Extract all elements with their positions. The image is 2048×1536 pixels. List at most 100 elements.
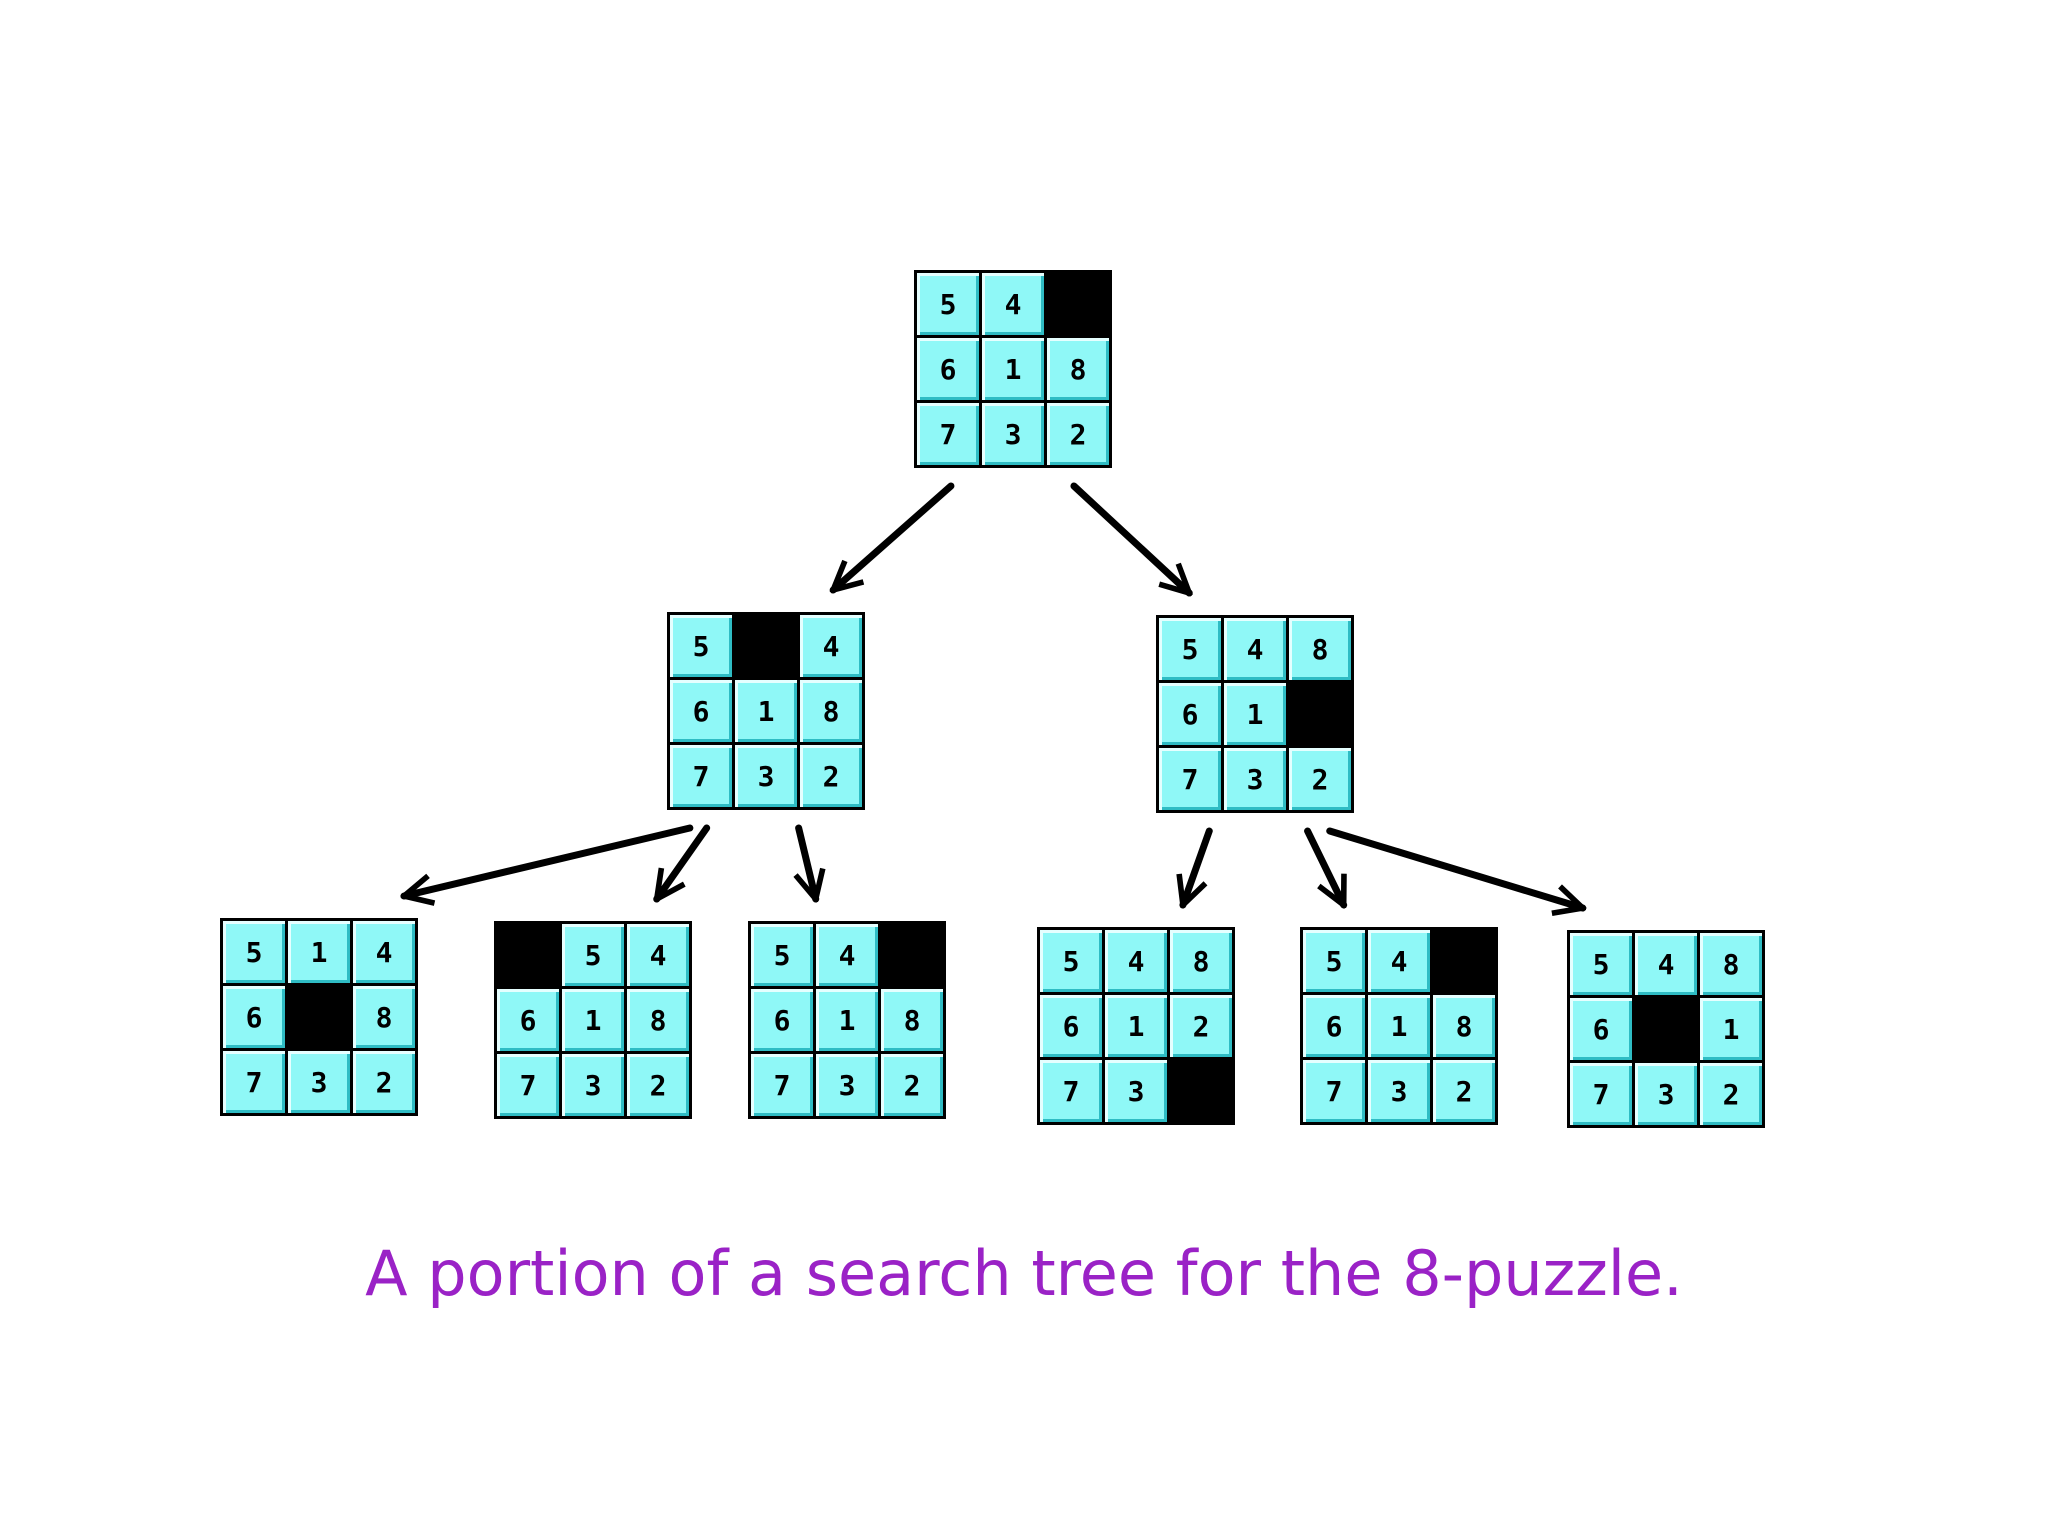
blank-tile [288,986,350,1048]
tile-4: 4 [1635,933,1697,995]
tile-8: 8 [1047,338,1109,400]
tile-6: 6 [917,338,979,400]
tile-5: 5 [562,924,624,986]
arrow-left-to-lm [657,824,711,899]
tile-8: 8 [800,680,862,742]
tile-1: 1 [562,989,624,1051]
tile-1: 1 [816,989,878,1051]
figure-caption: A portion of a search tree for the 8-puz… [365,1237,1683,1310]
tile-6: 6 [1570,998,1632,1060]
tile-3: 3 [816,1054,878,1116]
tile-4: 4 [816,924,878,986]
tile-8: 8 [1433,995,1495,1057]
blank-tile [497,924,559,986]
tile-5: 5 [1040,930,1102,992]
tile-6: 6 [497,989,559,1051]
tile-6: 6 [751,989,813,1051]
tile-3: 3 [1224,748,1286,810]
blank-tile [1170,1060,1232,1122]
tile-5: 5 [751,924,813,986]
tile-2: 2 [353,1051,415,1113]
tile-4: 4 [982,273,1044,335]
tile-7: 7 [1570,1063,1632,1125]
blank-tile [1047,273,1109,335]
blank-tile [1289,683,1351,745]
tile-8: 8 [627,989,689,1051]
blank-tile [1635,998,1697,1060]
tile-7: 7 [223,1051,285,1113]
tile-4: 4 [627,924,689,986]
tile-6: 6 [223,986,285,1048]
tile-2: 2 [1047,403,1109,465]
tile-2: 2 [1700,1063,1762,1125]
tile-6: 6 [1303,995,1365,1057]
tile-5: 5 [670,615,732,677]
tile-3: 3 [1635,1063,1697,1125]
tile-5: 5 [1303,930,1365,992]
arrow-root-to-left [833,482,955,590]
tile-7: 7 [1303,1060,1365,1122]
blank-tile [1433,930,1495,992]
tile-7: 7 [751,1054,813,1116]
arrow-right-to-rl [1183,827,1213,905]
tile-2: 2 [800,745,862,807]
tile-2: 2 [1433,1060,1495,1122]
arrow-right-to-rr [1326,827,1583,908]
tile-1: 1 [982,338,1044,400]
arrow-root-to-right [1070,482,1189,593]
tile-2: 2 [1289,748,1351,810]
tile-1: 1 [1700,998,1762,1060]
tile-1: 1 [1368,995,1430,1057]
arrow-left-to-ll [404,824,694,896]
tile-1: 1 [735,680,797,742]
tile-4: 4 [353,921,415,983]
blank-tile [735,615,797,677]
tile-8: 8 [881,989,943,1051]
tile-4: 4 [800,615,862,677]
tile-8: 8 [1170,930,1232,992]
blank-tile [881,924,943,986]
tile-3: 3 [288,1051,350,1113]
tile-6: 6 [670,680,732,742]
tile-8: 8 [1289,618,1351,680]
tile-6: 6 [1159,683,1221,745]
tile-4: 4 [1224,618,1286,680]
tile-3: 3 [735,745,797,807]
tile-7: 7 [670,745,732,807]
tile-3: 3 [1368,1060,1430,1122]
tile-2: 2 [1170,995,1232,1057]
tile-4: 4 [1368,930,1430,992]
tile-2: 2 [627,1054,689,1116]
tile-5: 5 [223,921,285,983]
tile-3: 3 [982,403,1044,465]
tile-8: 8 [1700,933,1762,995]
tile-2: 2 [881,1054,943,1116]
tile-7: 7 [497,1054,559,1116]
tile-5: 5 [917,273,979,335]
arrow-left-to-lr [799,824,816,899]
tile-3: 3 [562,1054,624,1116]
tile-4: 4 [1105,930,1167,992]
tile-7: 7 [1159,748,1221,810]
tile-6: 6 [1040,995,1102,1057]
arrow-right-to-rm [1304,827,1348,905]
tile-1: 1 [1224,683,1286,745]
tile-5: 5 [1570,933,1632,995]
tile-1: 1 [288,921,350,983]
tile-8: 8 [353,986,415,1048]
tile-7: 7 [917,403,979,465]
tile-1: 1 [1105,995,1167,1057]
tile-7: 7 [1040,1060,1102,1122]
tile-3: 3 [1105,1060,1167,1122]
tile-5: 5 [1159,618,1221,680]
